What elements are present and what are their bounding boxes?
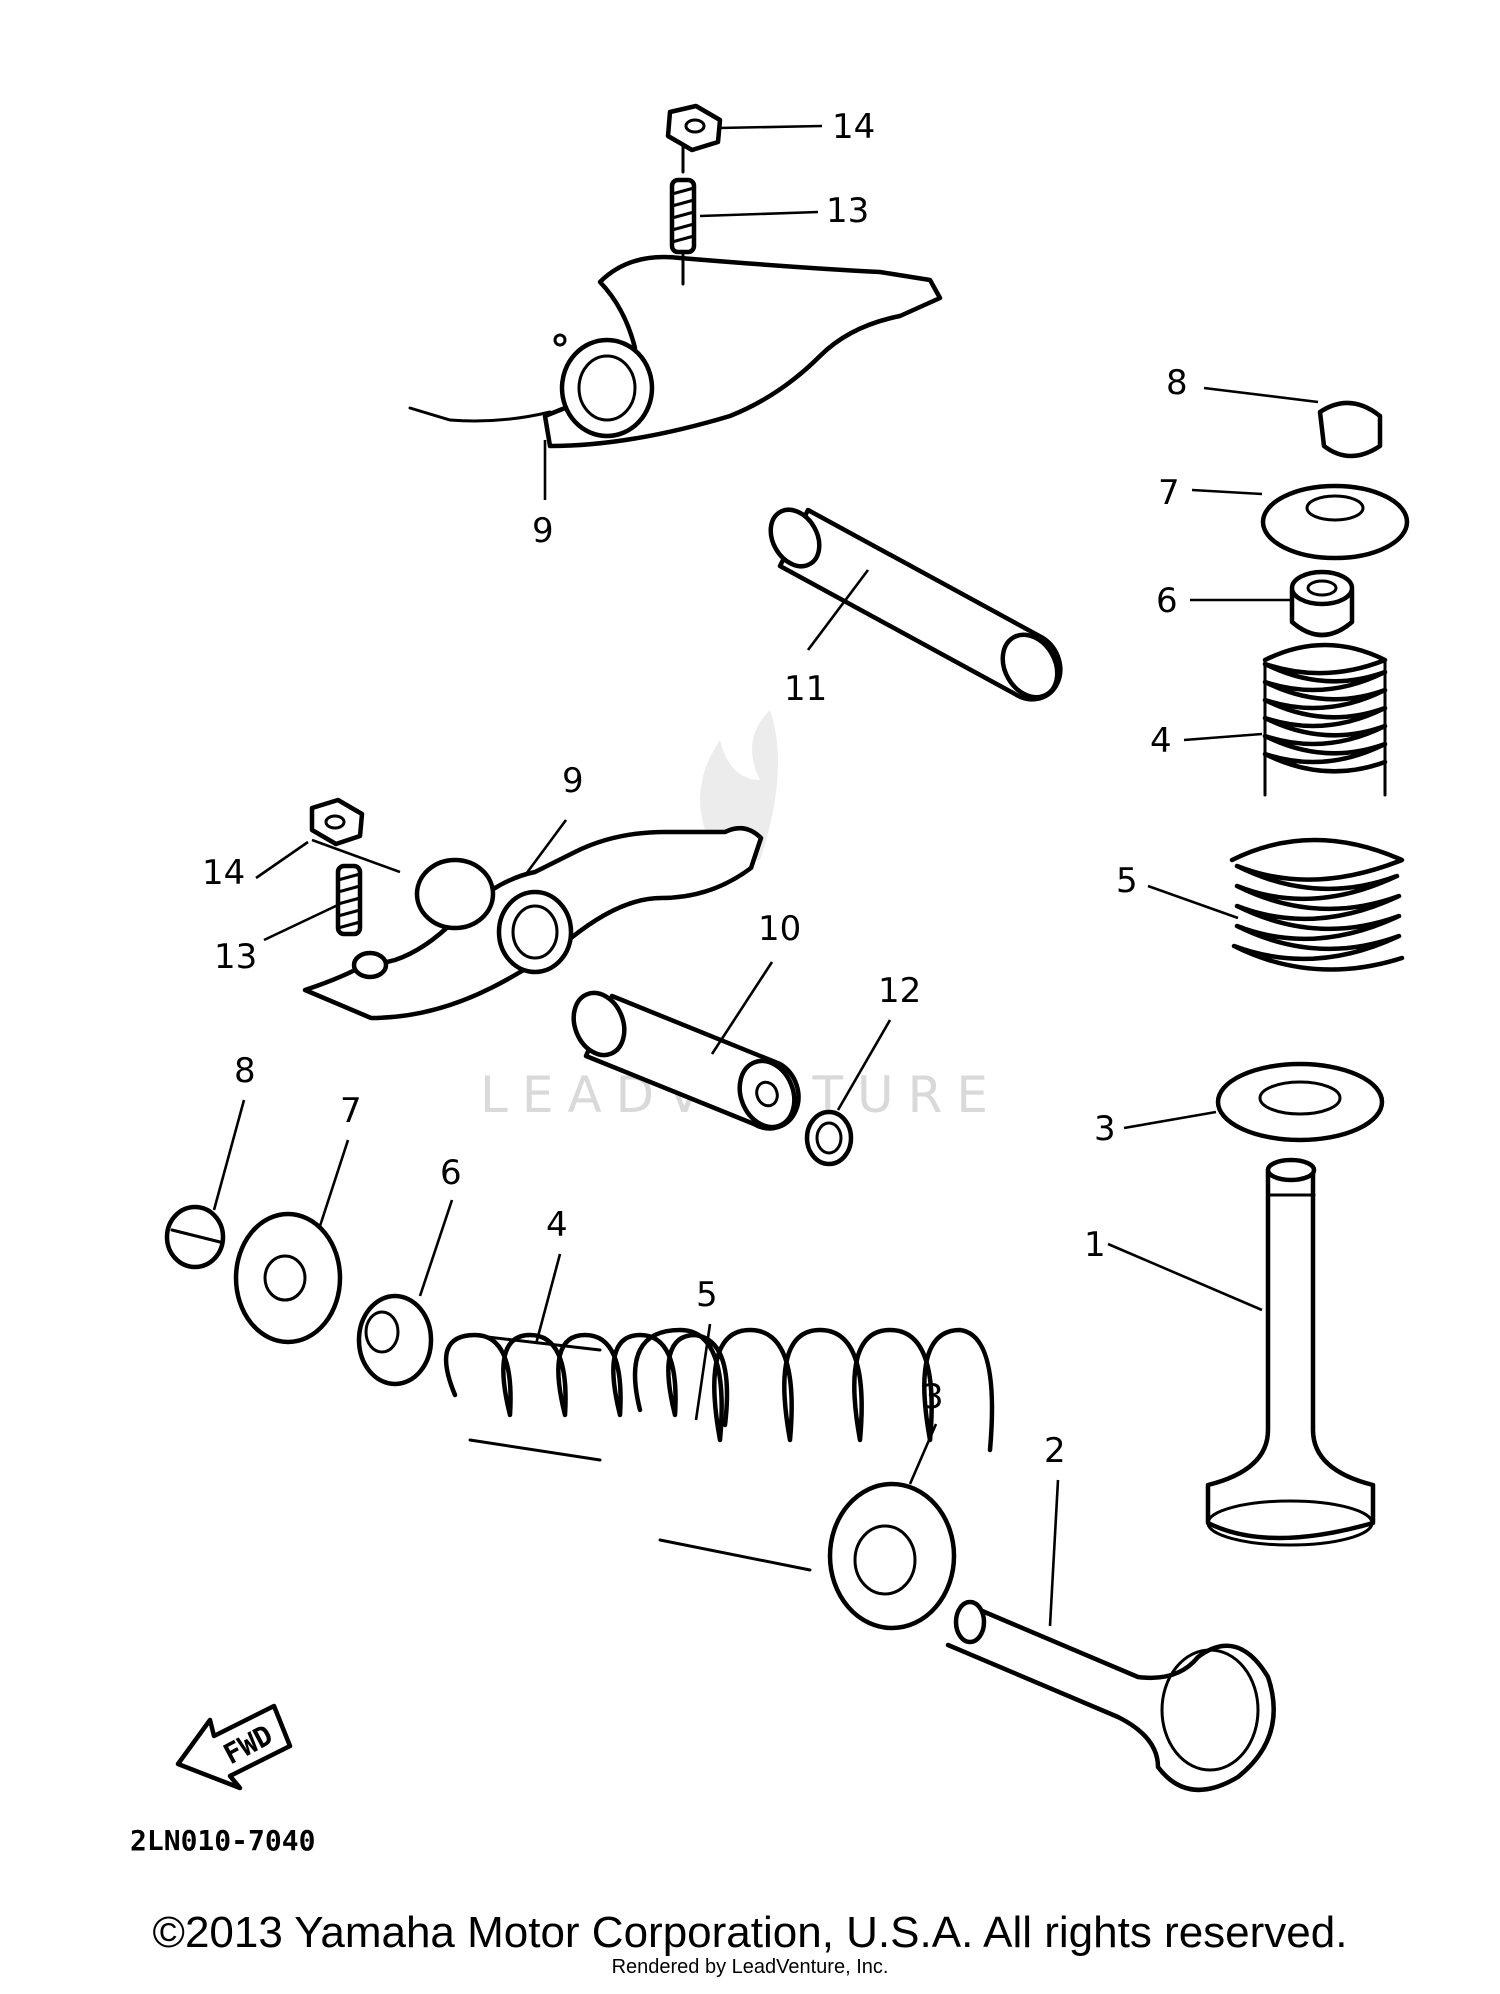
callout-1: 1 <box>1084 1225 1106 1265</box>
callout-6-upper: 6 <box>1156 581 1178 621</box>
callout-4-upper: 4 <box>1150 721 1172 761</box>
lower-valve-stack <box>164 1204 1276 1793</box>
callout-5-upper: 5 <box>1116 861 1138 901</box>
callout-11: 11 <box>784 669 827 709</box>
spring-seat-upper <box>1215 1061 1385 1143</box>
callout-6-lower: 6 <box>440 1153 462 1193</box>
leader-lines <box>212 124 1319 1627</box>
callout-10: 10 <box>758 909 801 949</box>
rocker-shaft-upper <box>768 507 1063 702</box>
copyright-notice: ©2013 Yamaha Motor Corporation, U.S.A. A… <box>152 1908 1348 1957</box>
callout-14-lower: 14 <box>202 853 245 893</box>
adjuster-screw-lower <box>335 863 363 937</box>
rendered-by-credit: Rendered by LeadVenture, Inc. <box>611 1956 889 1978</box>
callout-14-upper: 14 <box>832 107 875 147</box>
forward-direction-arrow: FWD <box>175 1703 293 1791</box>
callout-12: 12 <box>878 971 921 1011</box>
callout-9-lower: 9 <box>562 761 584 801</box>
lock-nut-lower <box>309 797 365 847</box>
callout-2: 2 <box>1044 1431 1066 1471</box>
adjuster-screw <box>669 138 697 286</box>
rocker-shaft-lower <box>571 990 801 1131</box>
right-valve-stack <box>1205 400 1410 1547</box>
lock-nut <box>665 103 723 153</box>
lower-rocker-arm-assembly <box>302 797 764 1021</box>
valve-cotter-upper <box>1317 400 1383 459</box>
callout-7-lower: 7 <box>340 1091 362 1131</box>
callout-7-upper: 7 <box>1158 473 1180 513</box>
inner-valve-spring-upper <box>1262 642 1388 797</box>
spring-seat-lower <box>827 1481 957 1631</box>
intake-valve <box>1205 1157 1376 1547</box>
callout-3-lower: 3 <box>922 1377 944 1417</box>
callout-8-lower: 8 <box>234 1051 256 1091</box>
inner-valve-spring-lower <box>443 1332 730 1462</box>
callout-13-lower: 13 <box>214 937 257 977</box>
spring-retainer-upper <box>1260 483 1410 561</box>
valve-stem-seal-lower <box>356 1293 434 1387</box>
callout-3-upper: 3 <box>1094 1109 1116 1149</box>
callout-numbers: 14 13 9 11 8 7 6 4 5 3 1 9 10 12 14 13 8… <box>202 107 1188 1471</box>
callout-13-upper: 13 <box>826 191 869 231</box>
outer-valve-spring-lower <box>632 1327 995 1572</box>
outer-valve-spring-upper <box>1229 837 1405 972</box>
valve-cotter-lower <box>164 1204 226 1270</box>
circlip <box>804 1109 854 1167</box>
exhaust-valve <box>945 1599 1276 1793</box>
callout-4-lower: 4 <box>546 1205 568 1245</box>
diagram-code: 2LN010-7040 <box>130 1824 315 1857</box>
upper-rocker-arm-assembly <box>408 103 943 449</box>
callout-5-lower: 5 <box>696 1275 718 1315</box>
callout-9-upper: 9 <box>532 511 554 551</box>
callout-8-upper: 8 <box>1166 363 1188 403</box>
spring-retainer-lower <box>233 1211 343 1345</box>
valve-stem-seal-upper <box>1289 569 1355 638</box>
